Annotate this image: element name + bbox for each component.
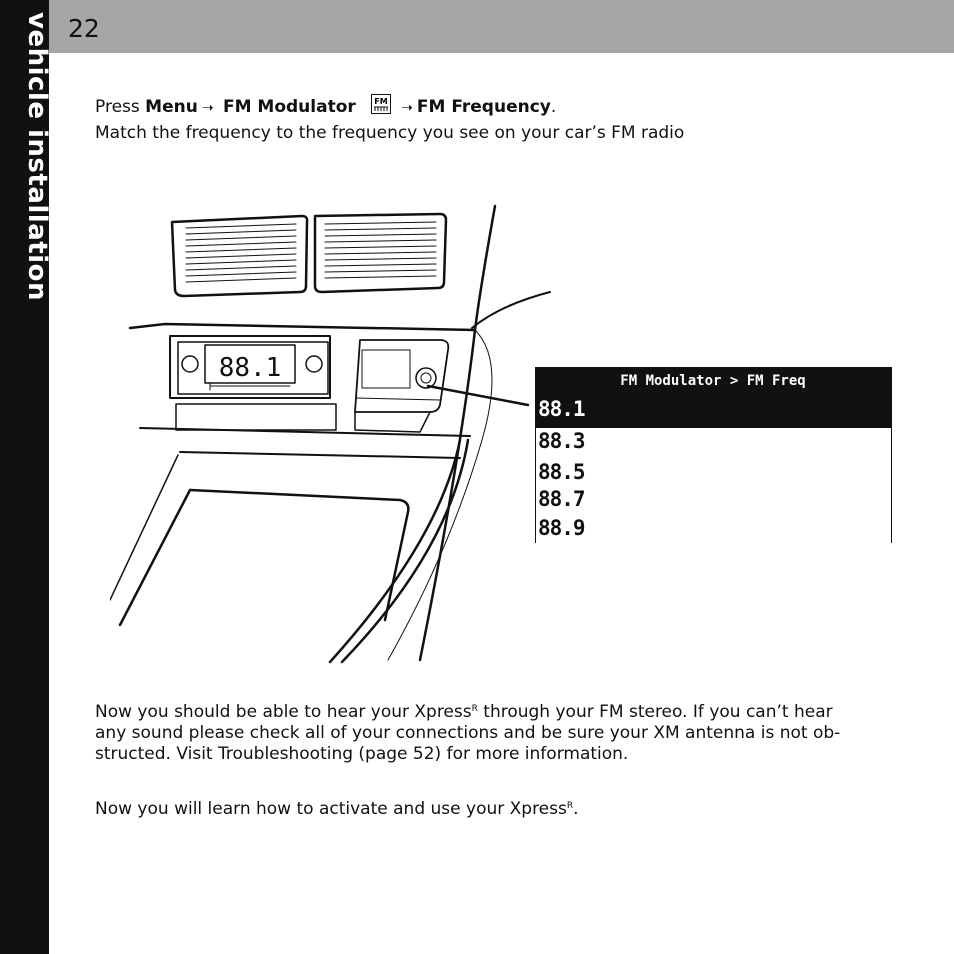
paragraph-text: structed. Visit Troubleshooting (page 52…: [95, 744, 629, 764]
fm-frequency-screen: FM Modulator > FM Freq 88.1 88.3 88.5 88…: [535, 367, 892, 543]
fm-modulator-icon: FM: [371, 94, 392, 114]
period: .: [550, 97, 557, 117]
paragraph-text: any sound please check all of your conne…: [95, 723, 841, 743]
sidebar-tab: vehicle installation: [0, 0, 52, 954]
car-dashboard-illustration: 88.1: [110, 204, 551, 664]
superscript: R: [566, 801, 574, 811]
paragraph-text: Now you will learn how to activate and u…: [95, 799, 567, 819]
match-instruction: Match the frequency to the frequency you…: [95, 123, 685, 143]
frequency-option[interactable]: 88.7: [538, 487, 586, 511]
arrow-icon: ➝: [401, 100, 413, 116]
screen-title: FM Modulator > FM Freq: [620, 373, 806, 389]
paragraph-text: .: [573, 799, 579, 819]
paragraph-text: Now you should be able to hear your Xpre…: [95, 702, 472, 722]
frequency-option[interactable]: 88.9: [538, 516, 586, 540]
superscript: R: [471, 704, 478, 714]
section-title: vehicle installation: [22, 12, 52, 301]
activate-paragraph: Now you will learn how to activate and u…: [95, 796, 885, 820]
screen-edge: [535, 428, 536, 543]
hear-sound-paragraph: Now you should be able to hear your Xpre…: [95, 699, 885, 765]
page-number: 22: [68, 14, 100, 43]
frequency-option[interactable]: 88.5: [538, 460, 586, 484]
menu-keyword: Menu: [145, 97, 198, 117]
fm-modulator-keyword: FM Modulator: [222, 97, 356, 117]
arrow-icon: ➝: [201, 100, 214, 116]
paragraph-text: through your FM stereo. If you can’t hea…: [477, 702, 833, 722]
frequency-option[interactable]: 88.3: [538, 429, 586, 453]
press-text: Press: [95, 97, 140, 117]
instruction-line: Press Menu➝ FM Modulator FM ➝FM Frequenc…: [95, 94, 556, 117]
header-bar: 22: [49, 0, 954, 53]
car-radio-display: 88.1: [219, 353, 282, 383]
fm-icon-label: FM: [374, 97, 387, 106]
fm-frequency-keyword: FM Frequency: [416, 97, 551, 117]
frequency-option-selected[interactable]: 88.1: [538, 397, 586, 421]
screen-selected-band: [535, 367, 891, 428]
